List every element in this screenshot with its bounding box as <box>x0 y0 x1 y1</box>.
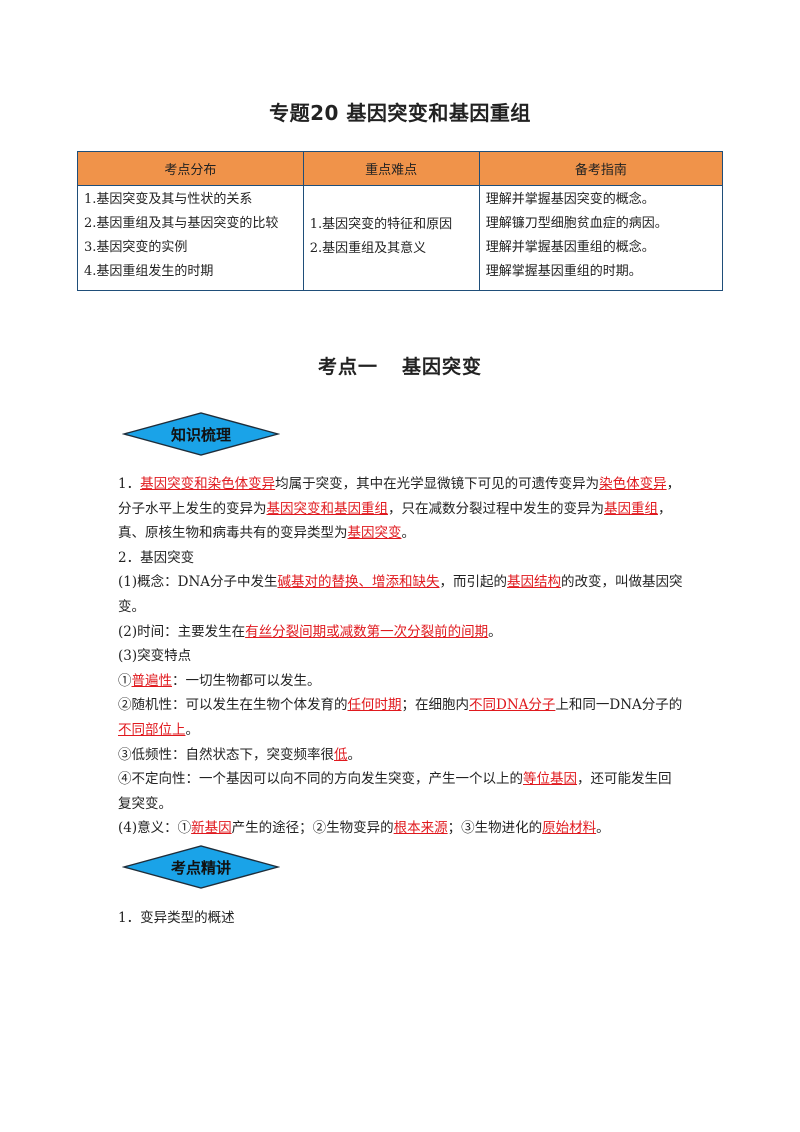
text-segment: ；在细胞内 <box>401 697 470 714</box>
text-segment: 均属于突变，其中在光学显微镜下可见的可遗传变异为 <box>275 476 600 492</box>
paragraph: ③低频性：自然状态下，突变频率很低。 <box>118 743 684 768</box>
badge-explain: 考点精讲 <box>122 843 280 891</box>
text-segment: (1)概念：DNA分子中发生 <box>118 574 278 591</box>
text-segment: ，真、原核生物和病毒共有的变异类型为 <box>118 500 672 542</box>
section-heading: 考点一 基因突变 <box>0 352 800 379</box>
highlight-text: 不同部位 <box>118 721 172 738</box>
page-title: 专题20 基因突变和基因重组 <box>269 101 531 125</box>
highlight-text: 上 <box>172 721 186 738</box>
list-item: 2.基因重组及其意义 <box>309 241 427 256</box>
paragraph: 1．基因突变和染色体变异均属于突变，其中在光学显微镜下可见的可遗传变异为染色体变… <box>118 472 684 546</box>
highlight-text: 低 <box>334 746 348 763</box>
highlight-text: 基因结构 <box>507 574 562 591</box>
table-header-distribution: 考点分布 <box>77 151 304 186</box>
text-segment: (2)时间：主要发生在 <box>118 623 246 640</box>
knowledge-body: 1．基因突变和染色体变异均属于突变，其中在光学显微镜下可见的可遗传变异为染色体变… <box>118 472 684 841</box>
list-item: 理解掌握基因重组的时期。 <box>485 264 642 279</box>
table-header-key-points: 重点难点 <box>302 151 480 186</box>
list-item: 理解并掌握基因重组的概念。 <box>485 240 655 255</box>
paragraph: (4)意义：①新基因产生的途径；②生物变异的根本来源；③生物进化的原始材料。 <box>118 816 684 841</box>
text-segment: ；③生物进化的 <box>447 820 543 837</box>
list-item: 理解镰刀型细胞贫血症的病因。 <box>485 216 668 231</box>
highlight-text: 有丝分裂间期或减数第一次分裂前的间期 <box>245 623 489 640</box>
text-segment: ④不定向性：一个基因可以向不同的方向发生突变，产生一个以上的 <box>118 771 523 788</box>
table-cell-key-points: 1.基因突变的特征和原因 2.基因重组及其意义 <box>302 185 480 291</box>
paragraph: ②随机性：可以发生在生物个体发育的任何时期；在细胞内不同DNA分子上和同一DNA… <box>118 693 684 742</box>
highlight-text: 基因突变 <box>347 525 402 542</box>
paragraph: (2)时间：主要发生在有丝分裂间期或减数第一次分裂前的间期。 <box>118 620 684 645</box>
highlight-text: 碱基对的替换、增添和缺失 <box>277 574 440 591</box>
table-cell-guide: 理解并掌握基因突变的概念。 理解镰刀型细胞贫血症的病因。 理解并掌握基因重组的概… <box>478 185 724 291</box>
text-segment: ① <box>118 672 132 689</box>
text-segment: (4)意义：① <box>118 820 192 837</box>
badge-knowledge-label: 知识梳理 <box>171 426 231 444</box>
text-segment: 产生的途径；②生物变异的 <box>231 820 394 837</box>
list-item: 4.基因重组发生的时期 <box>84 264 214 279</box>
paragraph: (3)突变特点 <box>118 644 684 669</box>
list-item: 3.基因突变的实例 <box>84 240 188 255</box>
list-item: 1.基因突变的特征和原因 <box>309 217 453 232</box>
highlight-text: 普遍性 <box>131 672 173 689</box>
text-segment: 2．基因突变 <box>118 549 195 566</box>
highlight-text: 原始材料 <box>542 820 597 837</box>
text-segment: ，分子水平上发生的变异为 <box>118 476 681 517</box>
highlight-text: 任何时期 <box>347 697 402 714</box>
text-segment: 的改变，叫做基因突变。 <box>118 574 683 615</box>
list-item: 2.基因重组及其与基因突变的比较 <box>84 216 279 231</box>
overview-table: 考点分布 重点难点 备考指南 1.基因突变及其与性状的关系 2.基因重组及其与基… <box>77 151 724 291</box>
text-segment: ，而引起的 <box>439 574 508 591</box>
text-segment: 上和同一DNA分子的 <box>555 697 683 714</box>
paragraph: (1)概念：DNA分子中发生碱基对的替换、增添和缺失，而引起的基因结构的改变，叫… <box>118 570 684 619</box>
highlight-text: 基因重组 <box>604 500 658 517</box>
highlight-text: 等位基因 <box>523 771 577 788</box>
highlight-text: 基因突变和染色体变异 <box>140 476 276 492</box>
text-segment: ③低频性：自然状态下，突变频率很 <box>118 746 334 763</box>
badge-explain-label: 考点精讲 <box>171 859 231 877</box>
text-segment: ②随机性：可以发生在生物个体发育的 <box>118 697 348 714</box>
table-header-guide: 备考指南 <box>478 151 724 186</box>
section-name: 基因突变 <box>402 356 483 378</box>
text-segment: 。 <box>401 525 416 542</box>
table-cell-distribution: 1.基因突变及其与性状的关系 2.基因重组及其与基因突变的比较 3.基因突变的实… <box>77 185 304 291</box>
highlight-text: 基因突变和基因重组 <box>266 500 389 517</box>
highlight-text: 新基因 <box>191 820 232 837</box>
list-item: 1.基因突变及其与性状的关系 <box>84 192 253 207</box>
highlight-text: 不同DNA分子 <box>469 697 556 714</box>
section-label: 考点一 <box>317 356 378 378</box>
text-segment: 1． <box>118 476 141 492</box>
paragraph: ④不定向性：一个基因可以向不同的方向发生突变，产生一个以上的等位基因，还可能发生… <box>118 767 684 816</box>
highlight-text: 根本来源 <box>393 820 448 837</box>
paragraph: ①普遍性：一切生物都可以发生。 <box>118 669 684 694</box>
text-segment: ，还可能发生回复突变。 <box>118 771 672 812</box>
text-segment: 。 <box>596 820 610 837</box>
text-segment: 。 <box>185 721 200 738</box>
list-item: 理解并掌握基因突变的概念。 <box>485 192 655 207</box>
text-segment: ：一切生物都可以发生。 <box>172 672 321 689</box>
text-segment: 。 <box>488 623 502 640</box>
paragraph: 2．基因突变 <box>118 546 684 571</box>
highlight-text: 染色体变异 <box>599 476 667 492</box>
text-segment: 。 <box>347 746 362 763</box>
section2-first-item: 1．变异类型的概述 <box>118 910 235 926</box>
text-segment: ，只在减数分裂过程中发生的变异为 <box>388 500 604 517</box>
badge-knowledge: 知识梳理 <box>122 410 280 458</box>
text-segment: (3)突变特点 <box>118 648 192 665</box>
